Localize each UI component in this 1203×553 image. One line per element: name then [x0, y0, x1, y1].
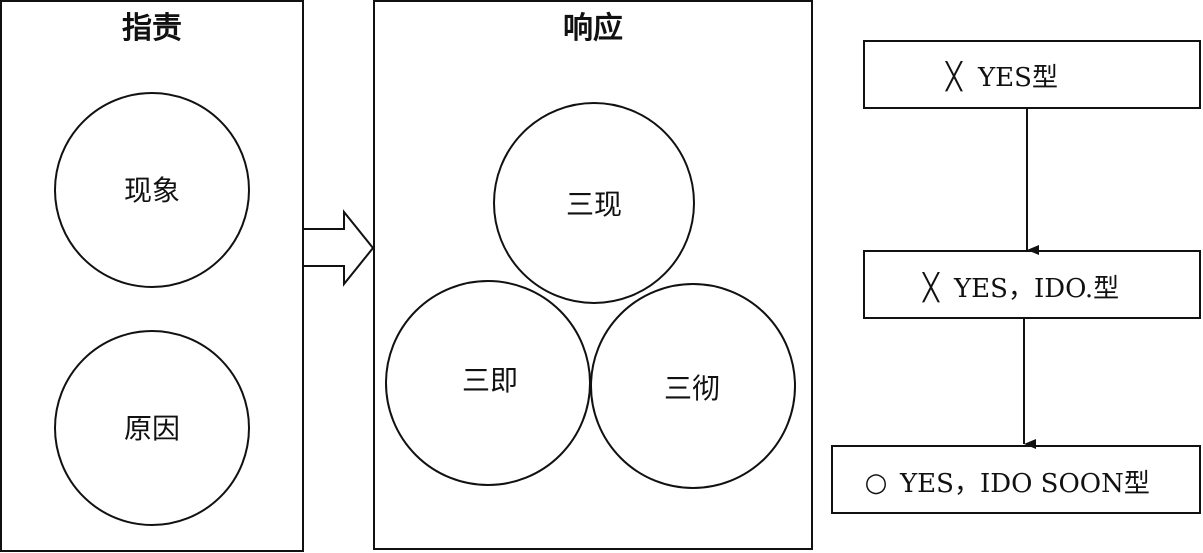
yes-ido-type-label: YES，IDO.型 — [953, 274, 1119, 304]
response-panel: 响应 三现 三即 三彻 — [373, 0, 813, 550]
blame-panel-frame — [0, 0, 304, 552]
yes-type-box — [863, 40, 1201, 109]
response-panel-frame — [373, 0, 813, 550]
response-type-flow: ╳ YES型 ╳ YES，IDO.型 ○ YES，IDO SOON型 — [831, 40, 1201, 514]
phenomenon-circle — [54, 92, 250, 288]
three-actual-circle — [493, 102, 695, 304]
phenomenon-label: 现象 — [124, 174, 180, 207]
yes-type-label: YES型 — [977, 63, 1058, 93]
hollow-right-arrow — [304, 209, 375, 287]
cause-label: 原因 — [124, 412, 180, 445]
blame-panel: 指责 现象 原因 — [0, 0, 304, 552]
cross-mark-icon: ╳ — [944, 60, 963, 92]
yes-ido-soon-type-label: YES，IDO SOON型 — [899, 469, 1150, 499]
three-actual-label: 三现 — [566, 188, 622, 221]
three-immediate-circle — [385, 280, 591, 486]
yes-ido-type-box — [863, 250, 1201, 319]
three-thorough-circle — [590, 283, 796, 489]
cause-circle — [54, 330, 250, 526]
three-thorough-label: 三彻 — [664, 372, 720, 405]
blame-panel-title: 指责 — [122, 11, 182, 46]
circle-mark-icon: ○ — [865, 468, 888, 498]
cross-mark-icon: ╳ — [921, 271, 940, 303]
three-immediate-label: 三即 — [462, 364, 518, 397]
yes-ido-soon-type-box — [831, 445, 1201, 514]
response-panel-title: 响应 — [563, 11, 623, 46]
